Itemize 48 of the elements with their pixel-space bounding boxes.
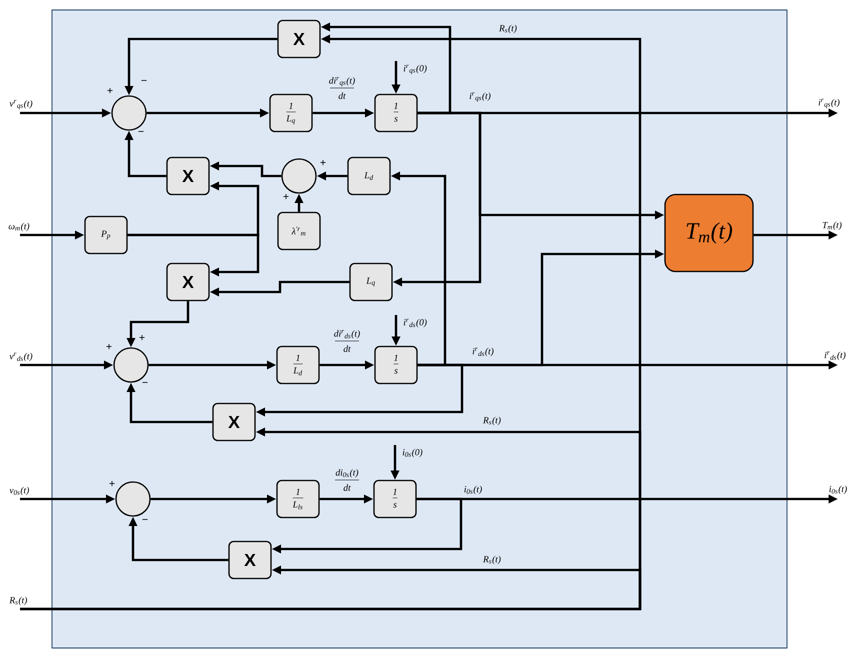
multiplier-block: X [166,262,210,302]
arrow [128,234,260,276]
multiplier-block: X [277,20,321,58]
sign-label: − [138,131,144,132]
gain-block: 1 L$_{q}$ [269,94,313,132]
input-label: v$_{0s}$(t) [10,486,29,496]
integrator-block: 1 s [373,480,417,518]
summing-junction [111,95,147,131]
output-label: i$^{r}$$_{qs}$(t) [818,98,840,108]
summing-junction [281,158,317,194]
input-label: ω$_{m}$(t) [8,222,30,232]
summing-junction [115,481,151,517]
initial-value-label: i$^{r}$$_{ds}$(0) [404,318,427,328]
gain-block: L$_{d}$ [347,156,391,196]
sign-label: + [139,334,145,340]
gain-block: P$_{p}$ [84,216,128,254]
input-label: v$^{r}$$_{qs}$(t) [10,100,32,110]
output-label: i$^{r}$$_{ds}$(t) [824,351,846,360]
gain-block: L$_{q}$ [349,262,393,302]
sign-label: + [107,88,113,94]
sign-label: + [106,344,112,350]
edge-label: i$^{r}$$_{qs}$(t) [468,91,492,103]
edge-label: di$_{0s}$(t) dt [332,468,362,492]
edge-label: R$_{s}$(t) [498,24,518,34]
torque-block: T$_{m}$(t) [664,194,754,272]
input-label: R$_{s}$(t) [9,596,28,606]
gain-block: 1 L$_{d}$ [276,346,320,384]
initial-value-label: i$_{0s}$(0) [402,448,422,458]
edge-label: di$^{r}$$_{ds}$(t) dt [332,328,362,354]
output-label: i$_{0s}$(t) [829,486,847,494]
edge-label: R$_{s}$(t) [482,416,502,426]
output-label: T$_{m}$(t) [822,222,842,230]
edge-label: i$_{0s}$(t) [462,484,484,496]
edge-label: R$_{s}$(t) [482,554,502,566]
multiplier-block: X [212,402,256,442]
summing-junction [113,347,149,383]
input-label: v$^{r}$$_{ds}$(t) [10,352,32,362]
sign-label: + [283,194,289,200]
sign-label: − [141,80,147,81]
sign-label: + [320,160,326,166]
multiplier-block: X [228,540,272,580]
edge-label: i$^{r}$$_{ds}$(t) [471,346,495,358]
gain-block: 1 L$_{ls}$ [276,480,320,518]
sign-label: − [142,382,148,383]
multiplier-block: X [166,156,210,196]
sign-label: − [142,519,148,520]
integrator-block: 1 s [374,346,418,384]
sign-label: + [109,480,115,486]
